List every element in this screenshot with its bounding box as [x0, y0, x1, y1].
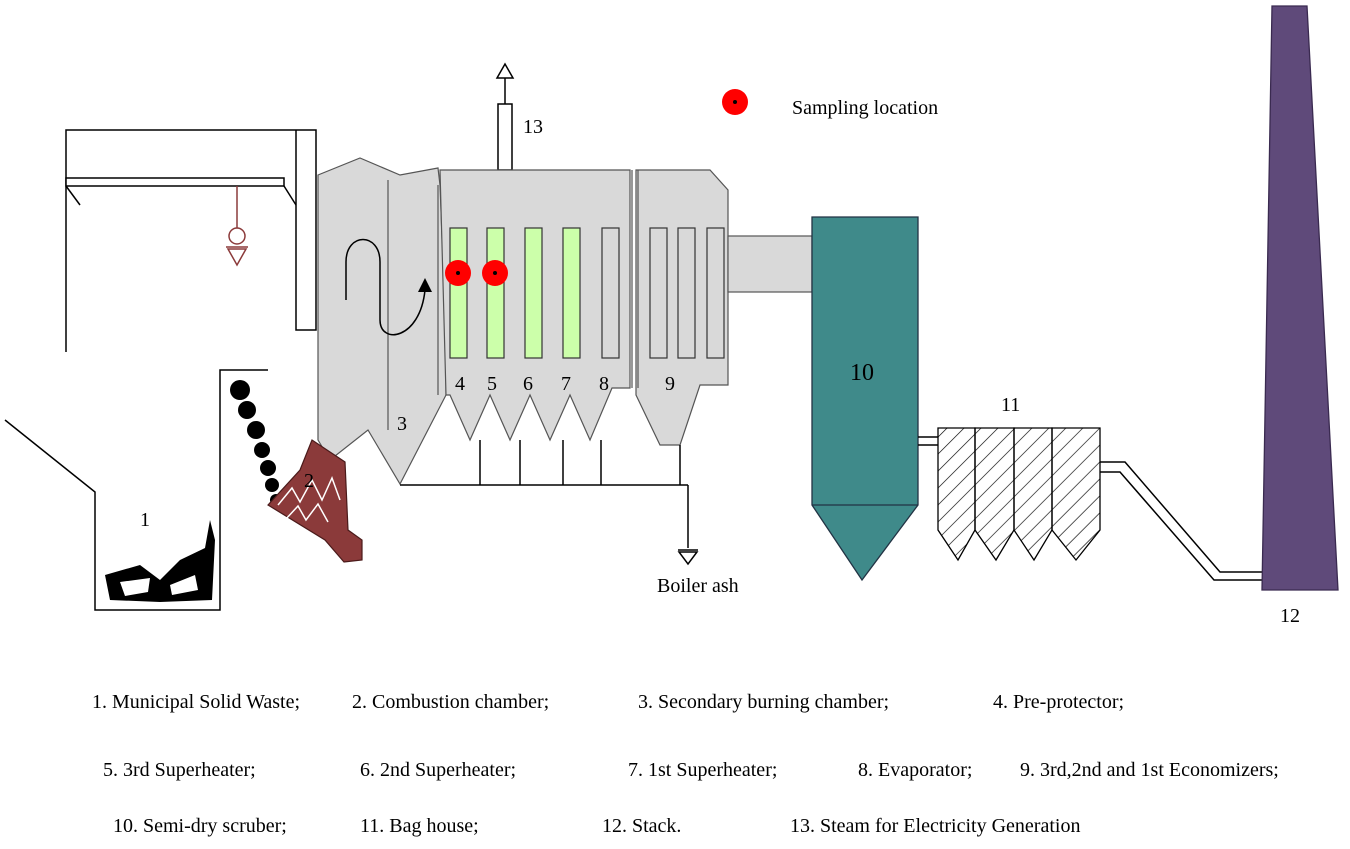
label-9: 9 — [665, 373, 675, 395]
combustion-chamber: 2 — [267, 439, 363, 563]
label-11: 11 — [1001, 394, 1020, 416]
economizer-tube — [677, 227, 696, 359]
flue-duct — [727, 235, 813, 293]
legend-item-7: 7. 1st Superheater; — [628, 759, 777, 781]
legend-item-4: 4. Pre-protector; — [993, 691, 1124, 713]
label-7: 7 — [561, 373, 571, 395]
flow-arrow-icon — [345, 238, 432, 336]
steam-pipe: 13 — [495, 62, 543, 171]
legend-item-8: 8. Evaporator; — [858, 759, 972, 781]
bag-house: 11 — [937, 394, 1101, 562]
label-4: 4 — [455, 373, 465, 395]
waste-pile — [105, 520, 215, 602]
label-10: 10 — [850, 360, 874, 386]
label-12: 12 — [1280, 605, 1300, 627]
sampling-points — [445, 260, 508, 286]
down-arrow-icon — [677, 549, 699, 566]
heat-exchanger-tubes — [449, 227, 725, 359]
legend-item-1: 1. Municipal Solid Waste; — [92, 691, 300, 713]
label-3: 3 — [397, 413, 407, 435]
legend-item-6: 6. 2nd Superheater; — [360, 759, 516, 781]
label-1: 1 — [140, 509, 150, 531]
scrubber-pipe — [918, 436, 938, 446]
legend-item-13: 13. Steam for Electricity Generation — [790, 815, 1080, 837]
boiler-ash-label: Boiler ash — [657, 575, 739, 597]
label-8: 8 — [599, 373, 609, 395]
superheater-3rd-tube — [486, 227, 505, 359]
sampling-legend: Sampling location — [722, 89, 938, 119]
waste-pit: 1 — [4, 369, 268, 611]
semi-dry-scrubber: 10 — [811, 216, 919, 582]
sampling-location-icon — [482, 260, 508, 286]
boiler-section-labels: 4 5 6 7 8 9 — [455, 373, 675, 395]
label-6: 6 — [523, 373, 533, 395]
legend-item-11: 11. Bag house; — [360, 815, 479, 837]
superheater-1st-tube — [562, 227, 581, 359]
legend-item-5: 5. 3rd Superheater; — [103, 759, 256, 781]
label-13: 13 — [523, 116, 543, 138]
label-5: 5 — [487, 373, 497, 395]
sampling-location-icon — [445, 260, 471, 286]
evaporator-tube — [601, 227, 620, 359]
superheater-2nd-tube — [524, 227, 543, 359]
sampling-legend-label: Sampling location — [792, 97, 938, 119]
crane-grab-icon — [226, 186, 248, 267]
ash-collection-line: Boiler ash — [400, 440, 739, 597]
legend-item-12: 12. Stack. — [602, 815, 681, 837]
stack-pipe — [1100, 461, 1262, 581]
component-legend: 1. Municipal Solid Waste; 2. Combustion … — [92, 691, 1279, 837]
stack: 12 — [1261, 5, 1339, 627]
legend-item-10: 10. Semi-dry scruber; — [113, 815, 287, 837]
pre-protector-tube — [449, 227, 468, 359]
economizer-tube — [706, 227, 725, 359]
feed-balls — [230, 380, 282, 506]
sampling-location-icon — [722, 89, 748, 115]
legend-item-9: 9. 3rd,2nd and 1st Economizers; — [1020, 759, 1279, 781]
secondary-burning-chamber: 3 — [317, 157, 447, 486]
crane-structure — [65, 129, 317, 352]
legend-item-3: 3. Secondary burning chamber; — [638, 691, 889, 713]
label-2: 2 — [304, 470, 314, 492]
legend-item-2: 2. Combustion chamber; — [352, 691, 549, 713]
economizer-tube — [649, 227, 668, 359]
